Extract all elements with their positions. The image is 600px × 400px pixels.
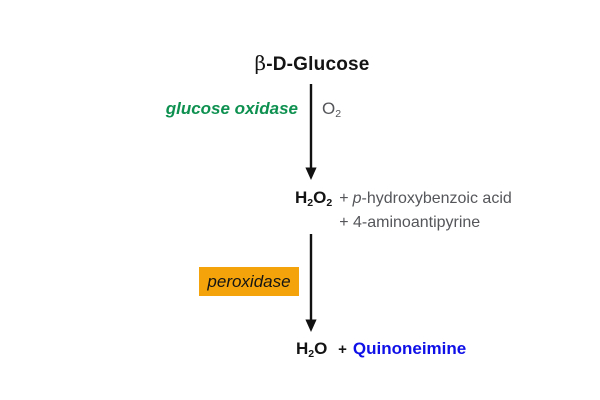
reagent-phba-name: -hydroxybenzoic acid	[361, 190, 512, 207]
substrate-label: β-D-Glucose	[254, 53, 369, 74]
h2o-h: H	[296, 339, 309, 358]
arrow-down-1	[305, 84, 317, 180]
h2o-formula: H2O	[296, 339, 332, 361]
reagent-aminoantipyrine-line: + 4-aminoantipyrine	[339, 214, 481, 231]
h2o2-h: H	[295, 188, 308, 207]
arrow-down-2	[305, 234, 317, 332]
substrate-name: -D-Glucose	[266, 54, 370, 75]
reagents-column: +p-hydroxybenzoic acid + 4-aminoantipyri…	[339, 187, 512, 235]
cosubstrate-o2-label: O2	[322, 100, 341, 120]
h2o-o: O	[314, 339, 328, 358]
h2o2-o: O	[313, 188, 327, 207]
o2-subscript: 2	[335, 108, 342, 121]
intermediate-products-label: H2O2 +p-hydroxybenzoic acid + 4-aminoant…	[295, 187, 512, 235]
reagent-phba-line: +p-hydroxybenzoic acid	[339, 187, 512, 211]
h2o2-h-sub: 2	[307, 197, 314, 210]
enzyme-peroxidase-box: peroxidase	[199, 267, 299, 296]
h2o2-formula: H2O2	[295, 189, 332, 209]
h2o-sub: 2	[308, 348, 315, 361]
beta-symbol: β	[254, 51, 267, 75]
enzyme-glucose-oxidase-label: glucose oxidase	[165, 99, 298, 118]
o2-symbol: O	[322, 99, 336, 118]
plus-sign-1: +	[339, 190, 349, 207]
h2o2-o-sub: 2	[326, 197, 333, 210]
plus-sign-2: +	[338, 341, 347, 358]
final-products-label: H2O + Quinoneimine	[296, 340, 466, 360]
quinoneimine-label: Quinoneimine	[352, 339, 467, 358]
enzyme-peroxidase-label: peroxidase	[207, 272, 291, 291]
reagent-p-prefix: p	[352, 190, 362, 207]
